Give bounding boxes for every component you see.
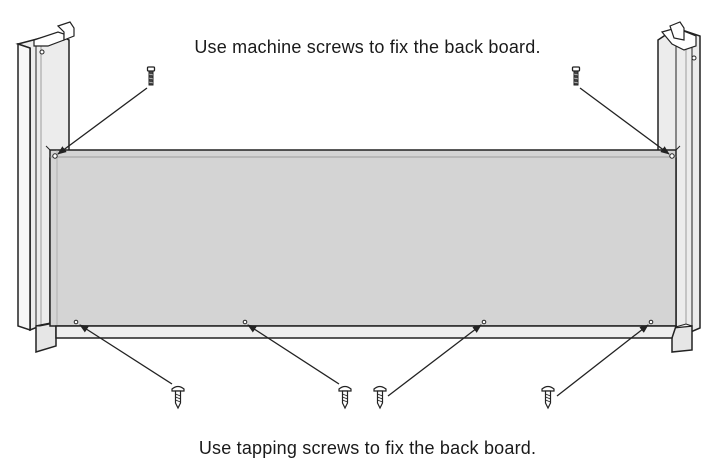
screw-hole (481, 319, 487, 325)
tapping-screw-icon (373, 385, 387, 409)
arrow-tapping-4 (556, 324, 649, 397)
screw-hole (648, 319, 654, 325)
arrow-left-machine (57, 87, 148, 155)
left-leg (15, 21, 75, 332)
bottom-rail (55, 325, 678, 339)
tapping-screw-icon (541, 385, 555, 409)
right-foot (671, 323, 693, 353)
screw-holes (52, 153, 675, 325)
arrow-tapping-1 (79, 324, 173, 385)
screw-hole (242, 319, 248, 325)
caption-machine-screws: Use machine screws to fix the back board… (194, 37, 541, 57)
back-board (45, 145, 681, 327)
tapping-screw-icon (338, 385, 352, 409)
tapping-screw-icon (171, 385, 185, 409)
screw-hole (669, 153, 675, 159)
arrow-right-machine (579, 87, 670, 155)
caption-tapping-screws: Use tapping screws to fix the back board… (198, 438, 537, 458)
arrow-tapping-2 (247, 324, 340, 385)
screw-hole (52, 153, 58, 159)
right-leg (657, 21, 701, 336)
screw-hole (73, 319, 79, 325)
arrow-tapping-3 (387, 324, 482, 397)
machine-screw-icon (146, 66, 156, 86)
machine-screw-icon (571, 66, 581, 86)
